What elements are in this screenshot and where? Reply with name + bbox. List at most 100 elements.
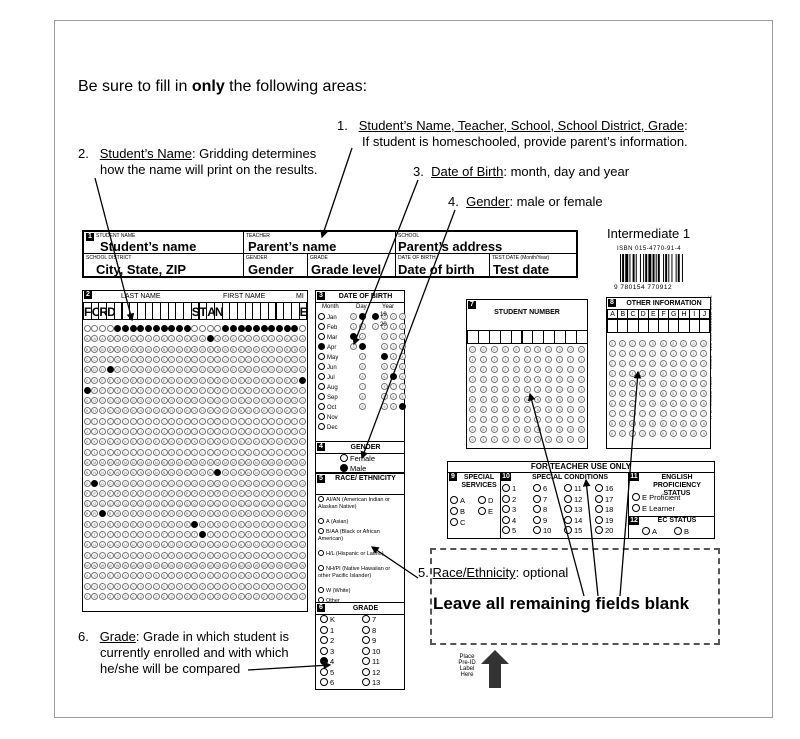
bubble[interactable] — [199, 531, 206, 538]
bubble[interactable]: F — [252, 386, 260, 394]
bubble[interactable]: 8 — [556, 426, 564, 433]
bubble[interactable]: C — [129, 355, 137, 363]
bubble[interactable]: F — [91, 386, 99, 394]
bubble[interactable]: D — [245, 366, 253, 374]
bubble[interactable]: O — [245, 479, 253, 487]
bubble[interactable]: Q — [129, 500, 137, 508]
bubble[interactable]: H — [245, 407, 253, 415]
bubble[interactable]: G — [145, 397, 153, 405]
bubble[interactable]: Q — [91, 500, 99, 508]
bubble[interactable]: A — [222, 335, 230, 343]
bubble[interactable]: D — [137, 366, 145, 374]
bubble[interactable]: C — [137, 355, 145, 363]
bubble[interactable]: X — [199, 572, 206, 580]
bubble[interactable]: 7 — [608, 410, 616, 417]
bubble[interactable]: A — [183, 335, 191, 343]
bubble[interactable]: 5 — [534, 396, 542, 403]
bubble[interactable]: M — [276, 458, 283, 466]
bubble[interactable]: 9 — [490, 436, 498, 443]
bubble[interactable]: P — [106, 489, 114, 497]
bubble[interactable]: A — [98, 335, 106, 343]
bubble[interactable]: C — [98, 355, 106, 363]
bubble[interactable]: U — [114, 541, 122, 549]
bubble[interactable]: C — [168, 355, 176, 363]
bubble[interactable]: 8 — [659, 420, 667, 427]
bubble[interactable]: 9 — [545, 436, 553, 443]
bubble[interactable]: T — [145, 531, 153, 538]
special-condition-option[interactable]: 18 — [595, 505, 613, 514]
bubble[interactable]: Z — [183, 592, 191, 600]
bubble[interactable]: B — [268, 345, 276, 353]
special-condition-option[interactable]: 10 — [533, 526, 551, 535]
bubble[interactable]: 3 — [690, 370, 698, 377]
bubble[interactable]: T — [276, 531, 283, 538]
bubble[interactable]: 8 — [690, 420, 698, 427]
bubble[interactable] — [206, 325, 214, 332]
bubble[interactable]: U — [183, 541, 191, 549]
bubble[interactable] — [199, 325, 206, 332]
bubble[interactable]: O — [237, 479, 245, 487]
bubble[interactable]: 0 — [490, 346, 498, 353]
bubble[interactable]: H — [229, 407, 237, 415]
bubble[interactable]: 0 — [556, 346, 564, 353]
bubble[interactable]: T — [206, 531, 214, 538]
bubble[interactable]: I — [291, 417, 299, 425]
bubble[interactable]: 2 — [390, 333, 397, 340]
bubble[interactable]: 9 — [390, 403, 397, 410]
bubble[interactable]: 4 — [639, 380, 647, 387]
bubble[interactable]: B — [222, 345, 230, 353]
bubble[interactable]: 9 — [534, 436, 542, 443]
bubble[interactable]: 2 — [359, 333, 366, 340]
bubble[interactable]: M — [299, 458, 307, 466]
bubble[interactable]: X — [129, 572, 137, 580]
bubble[interactable]: D — [191, 366, 199, 374]
bubble[interactable]: 4 — [469, 386, 476, 393]
bubble[interactable]: G — [299, 397, 307, 405]
bubble[interactable]: L — [252, 448, 260, 456]
bubble[interactable]: 6 — [649, 400, 657, 407]
bubble[interactable]: G — [245, 397, 253, 405]
bubble[interactable]: B — [199, 345, 206, 353]
bubble[interactable]: D — [276, 366, 283, 374]
bubble[interactable]: F — [175, 386, 183, 394]
bubble[interactable]: C — [145, 355, 153, 363]
bubble[interactable]: J — [98, 428, 106, 435]
bubble[interactable]: 6 — [490, 406, 498, 413]
bubble[interactable]: W — [252, 561, 260, 569]
bubble[interactable]: C — [291, 355, 299, 363]
bubble[interactable]: K — [299, 438, 307, 446]
bubble[interactable]: 5 — [523, 396, 531, 403]
month-option[interactable]: Jul — [318, 373, 335, 381]
bubble[interactable] — [106, 366, 114, 374]
bubble[interactable]: Y — [206, 582, 214, 590]
bubble[interactable]: 0 — [628, 340, 636, 347]
bubble[interactable]: 0 — [618, 340, 626, 347]
bubble[interactable]: 0 — [649, 340, 657, 347]
bubble[interactable] — [114, 325, 122, 332]
bubble[interactable]: N — [91, 469, 99, 477]
bubble[interactable]: M — [137, 458, 145, 466]
bubble[interactable]: 4 — [479, 386, 487, 393]
bubble[interactable] — [268, 325, 276, 332]
bubble[interactable]: K — [229, 438, 237, 446]
bubble[interactable]: I — [98, 417, 106, 425]
bubble[interactable]: H — [129, 407, 137, 415]
bubble[interactable]: T — [260, 531, 268, 538]
bubble[interactable]: 7 — [679, 410, 687, 417]
bubble[interactable]: Z — [260, 592, 268, 600]
bubble[interactable]: 5 — [469, 396, 476, 403]
bubble[interactable]: R — [114, 510, 122, 518]
bubble[interactable]: A — [199, 335, 206, 343]
bubble[interactable]: W — [83, 561, 91, 569]
bubble[interactable]: 2 — [700, 360, 708, 367]
bubble[interactable]: E — [160, 376, 168, 384]
bubble[interactable]: U — [222, 541, 230, 549]
bubble[interactable]: Q — [268, 500, 276, 508]
bubble[interactable]: H — [106, 407, 114, 415]
bubble[interactable]: F — [237, 386, 245, 394]
bubble[interactable]: K — [237, 438, 245, 446]
bubble[interactable]: 4 — [490, 386, 498, 393]
bubble[interactable] — [106, 325, 114, 332]
bubble[interactable]: H — [98, 407, 106, 415]
bubble[interactable]: 8 — [399, 393, 406, 400]
